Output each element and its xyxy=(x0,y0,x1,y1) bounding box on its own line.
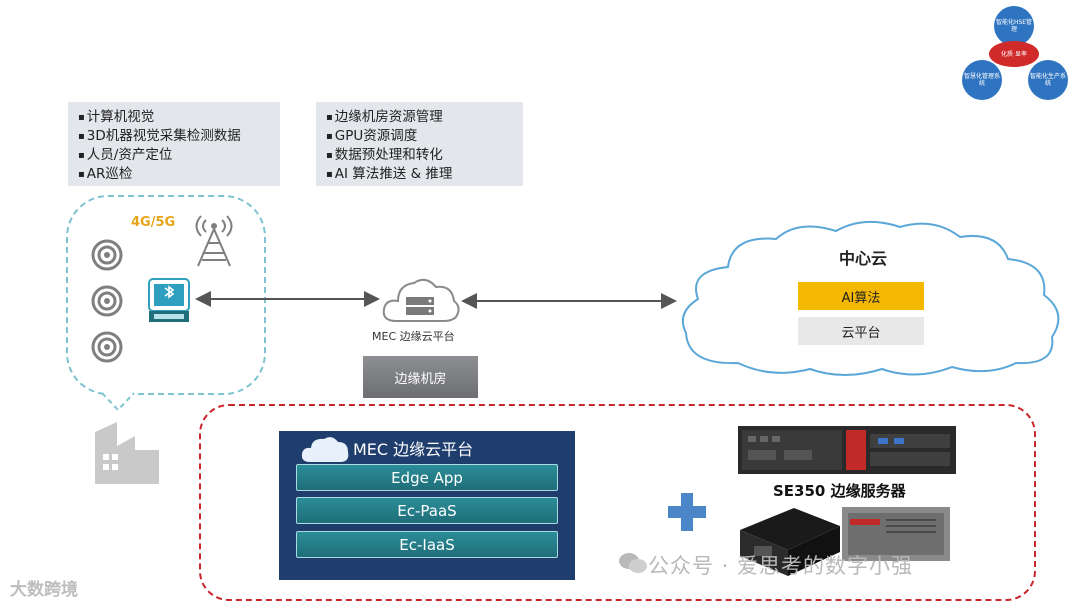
network-label: 4G/5G xyxy=(131,215,176,230)
central-cloud-title: 中心云 xyxy=(838,249,887,268)
site-bullet-box: 计算机视觉 3D机器视觉采集检测数据 人员/资产定位 AR巡检 xyxy=(68,102,280,186)
wireless-signal-icon xyxy=(91,285,123,317)
logo-circle-left: 智慧化管理系统 xyxy=(962,60,1002,100)
edge-bullet: 边缘机房资源管理 xyxy=(326,108,513,127)
watermark-text: 公众号 · 爱思考的数字小强 xyxy=(648,554,914,578)
layer-label: Ec-IaaS xyxy=(399,535,455,554)
edge-bullet: GPU资源调度 xyxy=(326,127,513,146)
cloud-platform-label: 云平台 xyxy=(841,325,881,341)
wireless-signal-icon xyxy=(91,331,123,363)
site-bullet: 3D机器视觉采集检测数据 xyxy=(78,127,270,146)
plus-icon xyxy=(668,493,706,531)
cloud-icon xyxy=(301,437,349,462)
ai-algorithm-label: AI算法 xyxy=(841,290,881,306)
layer-label: Ec-PaaS xyxy=(397,501,457,520)
edge-room-label: 边缘机房 xyxy=(394,371,447,387)
logo-circle-center: 化质 显率 xyxy=(989,41,1039,67)
mec-cloud-label: MEC 边缘云平台 xyxy=(372,330,455,343)
server-title: SE350 边缘服务器 xyxy=(773,482,906,500)
logo-circle-right: 智能化生产系统 xyxy=(1028,60,1068,100)
layer-edge-app: Edge App xyxy=(296,464,558,491)
layer-ec-paas: Ec-PaaS xyxy=(296,497,558,524)
edge-bullet-box: 边缘机房资源管理 GPU资源调度 数据预处理和转化 AI 算法推送 & 推理 xyxy=(316,102,523,186)
site-bullet: 计算机视觉 xyxy=(78,108,270,127)
bluetooth-terminal-icon xyxy=(148,278,190,322)
server-front-panel xyxy=(738,426,956,474)
cloud-platform-block: 云平台 xyxy=(798,317,924,345)
edge-zone xyxy=(199,404,1036,601)
server-box-icon xyxy=(740,508,840,576)
wireless-signal-icon xyxy=(91,239,123,271)
layer-label: Edge App xyxy=(391,468,463,487)
brand-watermark: 大数跨境 xyxy=(10,580,78,600)
logo-circle-top: 智能化HSE管理 xyxy=(994,6,1034,46)
site-bullet: 人员/资产定位 xyxy=(78,146,270,165)
wechat-icon xyxy=(619,553,647,573)
layer-ec-iaas: Ec-IaaS xyxy=(296,531,558,558)
mec-panel-title: MEC 边缘云平台 xyxy=(353,440,474,459)
edge-room-tag: 边缘机房 xyxy=(363,356,478,398)
site-zone-pointer xyxy=(101,392,135,412)
edge-bullet: 数据预处理和转化 xyxy=(326,146,513,165)
factory-building-icon xyxy=(95,422,159,484)
ai-algorithm-block: AI算法 xyxy=(798,282,924,310)
edge-bullet: AI 算法推送 & 推理 xyxy=(326,165,513,184)
mec-cloud-icon xyxy=(382,278,460,322)
site-bullet: AR巡检 xyxy=(78,165,270,184)
cell-tower-icon xyxy=(195,215,233,267)
server-chassis-icon xyxy=(842,507,950,561)
